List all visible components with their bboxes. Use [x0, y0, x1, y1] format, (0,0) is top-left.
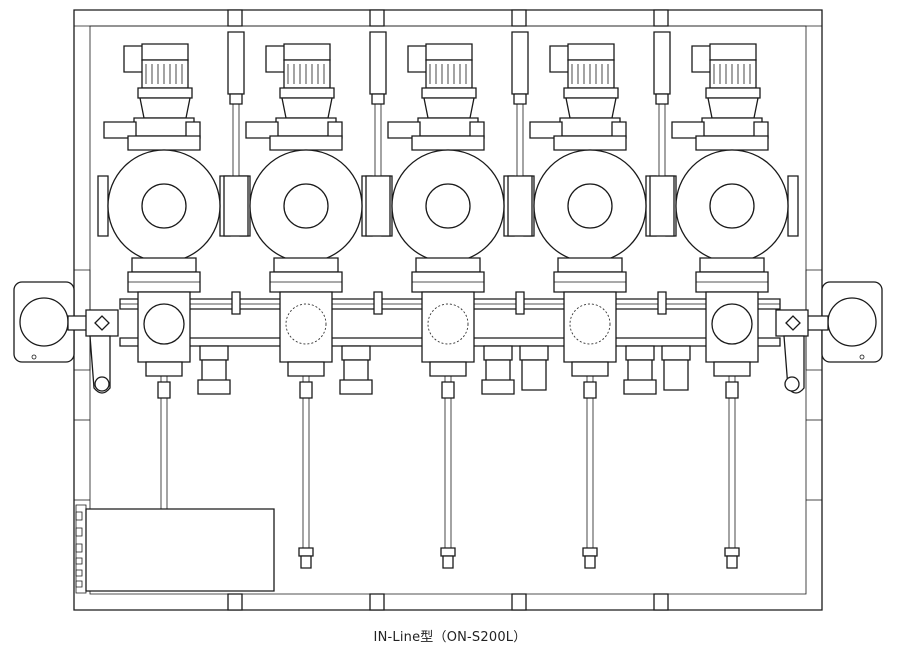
pump-unit-1 [98, 44, 230, 509]
gauge-tube-3 [508, 32, 532, 314]
gauge-tube-1 [224, 32, 248, 314]
control-box [76, 505, 274, 593]
frame [74, 10, 822, 610]
left-mount [14, 282, 118, 393]
gauge-tube-4 [650, 32, 674, 314]
gauge-tube-2 [366, 32, 390, 314]
pump-units [98, 32, 798, 568]
pump-unit-4 [520, 44, 656, 568]
in-line-technical-drawing [0, 0, 900, 620]
right-mount [776, 282, 882, 393]
pump-unit-3 [382, 44, 514, 568]
control-box-terminals [76, 512, 82, 587]
drawing-caption: IN-Line型（ON-S200L） [373, 630, 527, 645]
